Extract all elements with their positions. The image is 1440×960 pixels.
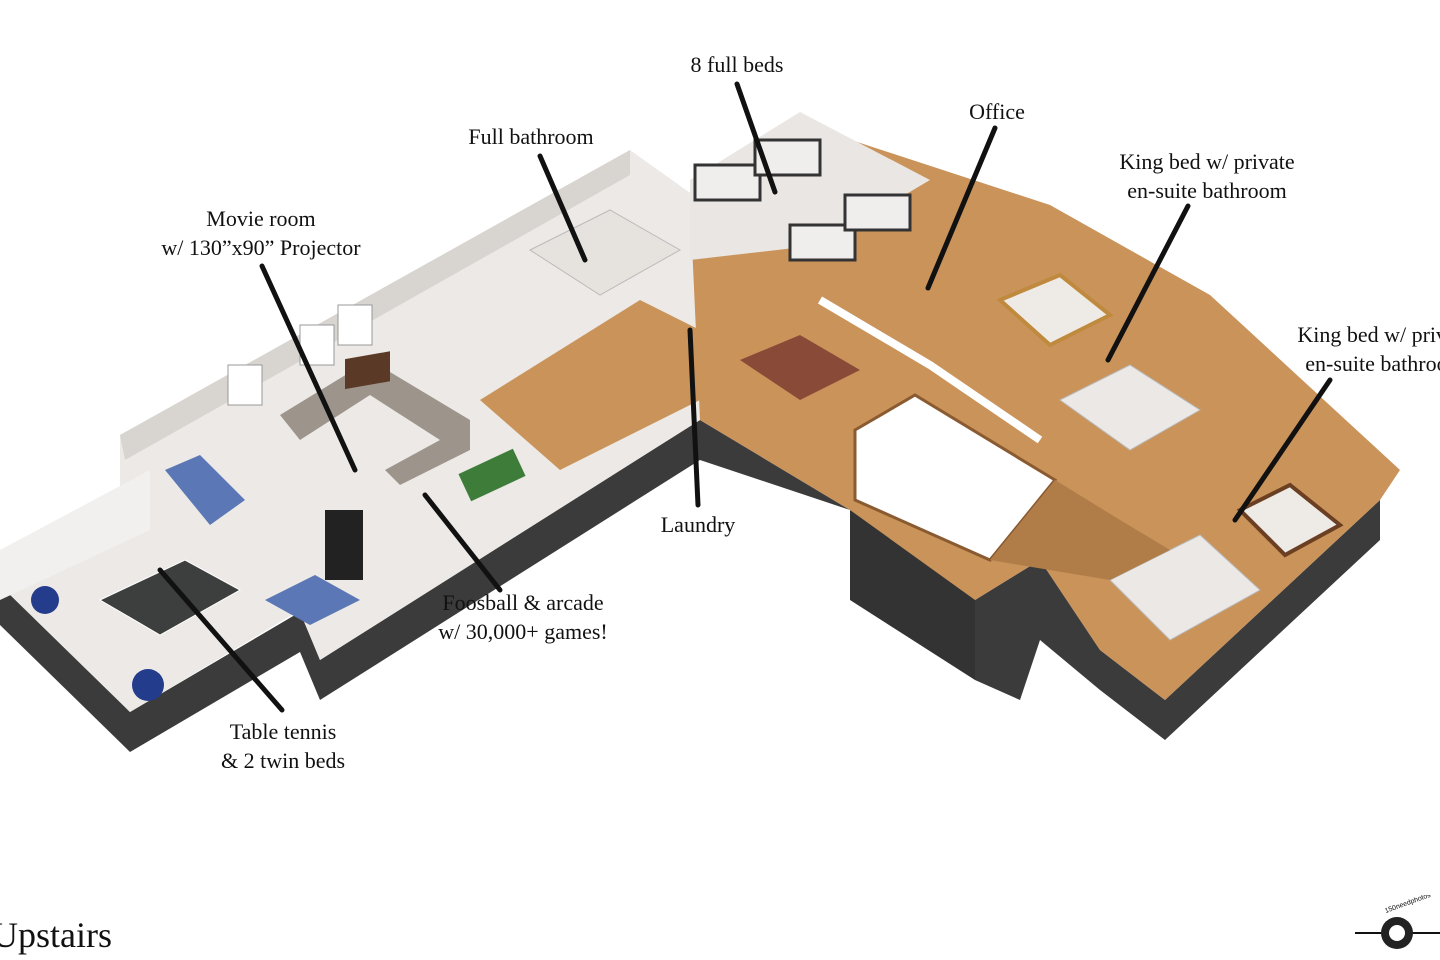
foosball-table bbox=[458, 448, 526, 502]
coffee-table bbox=[345, 351, 390, 390]
label-full-bathroom: Full bathroom bbox=[468, 124, 594, 149]
label-line: Table tennis bbox=[229, 719, 337, 744]
floor-hall-wood bbox=[480, 300, 700, 470]
bean-bag bbox=[31, 586, 59, 614]
twin-bed bbox=[265, 575, 360, 625]
leader-king-bed-1 bbox=[1105, 203, 1191, 363]
full-bathroom-floor bbox=[528, 209, 682, 296]
label-king-bed-2: King bed w/ private en-suite bathroom bbox=[1265, 320, 1440, 378]
label-line: en-suite bathroom bbox=[1127, 178, 1287, 203]
sofa bbox=[280, 360, 470, 485]
king-bed bbox=[996, 272, 1114, 348]
label-laundry: Laundry bbox=[660, 512, 736, 537]
label-line: en-suite bathroom bbox=[1305, 351, 1440, 376]
window bbox=[337, 304, 373, 346]
photographer-logo: 150needphotos bbox=[1355, 895, 1440, 949]
label-line: Foosball & arcade bbox=[442, 590, 604, 615]
label-line: King bed w/ private bbox=[1119, 149, 1295, 174]
foundation-right bbox=[700, 420, 1380, 740]
label-movie-room: Movie room w/ 130”x90” Projector bbox=[131, 204, 391, 262]
label-king-bed-1: King bed w/ private en-suite bathroom bbox=[1087, 147, 1327, 205]
label-line: King bed w/ private bbox=[1297, 322, 1440, 347]
leader-movie-room bbox=[259, 263, 358, 473]
railing bbox=[817, 296, 1043, 444]
bunk-bed bbox=[843, 193, 912, 232]
leader-8-full-beds bbox=[734, 81, 778, 195]
ensuite-bath bbox=[1059, 364, 1201, 451]
foundation-stair bbox=[850, 510, 975, 680]
label-line: & 2 twin beds bbox=[220, 748, 346, 773]
king-bed bbox=[1236, 482, 1344, 558]
window bbox=[227, 364, 263, 406]
leader-foosball bbox=[422, 492, 503, 593]
staircase bbox=[990, 480, 1170, 580]
table-tennis bbox=[98, 559, 242, 636]
bunk-bed bbox=[693, 163, 762, 202]
bean-bag bbox=[132, 669, 164, 701]
label-table-tennis: Table tennis & 2 twin beds bbox=[183, 717, 383, 775]
leader-laundry bbox=[687, 327, 701, 508]
twin-bed bbox=[165, 455, 245, 525]
label-office: Office bbox=[969, 99, 1025, 124]
label-line: w/ 130”x90” Projector bbox=[161, 235, 361, 260]
living-rug bbox=[740, 335, 860, 400]
label-8-full-beds: 8 full beds bbox=[690, 52, 784, 77]
floor-title: Upstairs bbox=[0, 915, 112, 955]
label-foosball-arcade: Foosball & arcade w/ 30,000+ games! bbox=[403, 588, 643, 646]
wall-tennis-room bbox=[0, 470, 150, 600]
leader-full-bathroom bbox=[537, 153, 588, 263]
bunk-room bbox=[690, 112, 930, 260]
svg-text:150needphotos: 150needphotos bbox=[1384, 895, 1432, 915]
arcade-cabinet bbox=[325, 510, 363, 580]
leader-king-bed-2 bbox=[1232, 377, 1333, 523]
leader-table-tennis bbox=[157, 567, 285, 713]
leader-office bbox=[925, 125, 998, 291]
label-line: w/ 30,000+ games! bbox=[438, 619, 608, 644]
label-line: Movie room bbox=[206, 206, 316, 231]
